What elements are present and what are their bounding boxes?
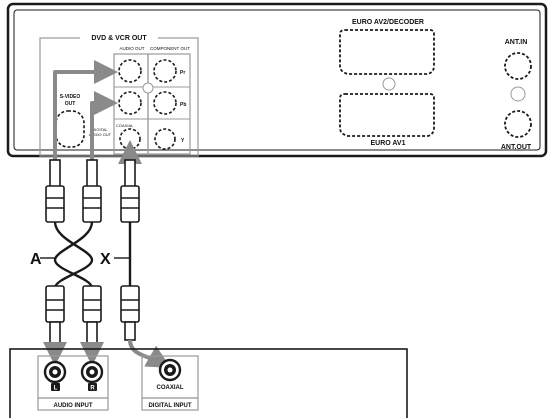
rca-plug-top-right bbox=[82, 159, 102, 223]
rca-plug-top-left bbox=[45, 159, 65, 223]
euro-av1-connector bbox=[339, 93, 435, 137]
ant-in-jack bbox=[504, 52, 532, 80]
rca-plug-bottom-left bbox=[45, 285, 65, 347]
panel-screw-icon bbox=[142, 82, 154, 94]
audio-cable-a bbox=[53, 221, 94, 289]
coaxial-plug-top bbox=[120, 159, 140, 223]
coaxial-plug-bottom bbox=[120, 285, 140, 341]
device-back-panel bbox=[6, 2, 548, 158]
right-jack-label: R bbox=[90, 386, 95, 392]
output-group-label: DVD & VCR OUT bbox=[91, 35, 147, 42]
receiver-panel bbox=[9, 348, 408, 418]
digital-input-group: DIGITAL INPUT bbox=[141, 355, 199, 411]
audio-input-label: AUDIO INPUT bbox=[54, 403, 93, 409]
svideo-label-line2: OUT bbox=[65, 101, 76, 107]
ant-out-jack bbox=[504, 110, 532, 138]
pr-label: Pr bbox=[180, 70, 185, 76]
digital-input-label: DIGITAL INPUT bbox=[148, 403, 191, 409]
coaxial-out-jack bbox=[119, 128, 141, 150]
cable-x-label: X bbox=[100, 251, 111, 268]
digital-audio-label-line2: AUDIO OUT bbox=[89, 132, 112, 137]
euro-av2-connector bbox=[339, 29, 435, 75]
pb-label: Pb bbox=[180, 102, 186, 108]
routing-arrows-bottom bbox=[43, 339, 171, 368]
euro-screw-icon bbox=[382, 77, 396, 91]
component-y-jack bbox=[154, 128, 176, 150]
ant-screw-icon bbox=[510, 86, 526, 102]
cable-a-label: A bbox=[30, 251, 42, 268]
audio-out-right-jack bbox=[118, 91, 142, 115]
coaxial-out-label: COAXIAL bbox=[116, 123, 134, 128]
euro-av1-label: EURO AV1 bbox=[370, 140, 405, 147]
component-out-label: COMPONENT OUT bbox=[150, 46, 190, 51]
euro-av2-label: EURO AV2/DECODER bbox=[352, 19, 424, 26]
ant-in-label: ANT.IN bbox=[505, 39, 528, 46]
audio-out-label: AUDIO OUT bbox=[119, 46, 144, 51]
component-pb-jack bbox=[153, 91, 177, 115]
component-out-column bbox=[147, 53, 191, 155]
ant-out-label: ANT.OUT bbox=[501, 144, 532, 151]
digital-audio-label-line1: DIGITAL bbox=[92, 127, 108, 132]
rca-plug-bottom-right bbox=[82, 285, 102, 347]
component-pr-jack bbox=[153, 59, 177, 83]
audio-input-group: AUDIO INPUT bbox=[37, 355, 109, 411]
audio-out-left-jack bbox=[118, 59, 142, 83]
svideo-label-line1: S-VIDEO bbox=[60, 94, 81, 100]
y-label: Y bbox=[181, 138, 185, 144]
svideo-out-jack bbox=[55, 110, 85, 148]
left-jack-label: L bbox=[54, 386, 58, 392]
coaxial-jack-label: COAXIAL bbox=[157, 385, 184, 391]
